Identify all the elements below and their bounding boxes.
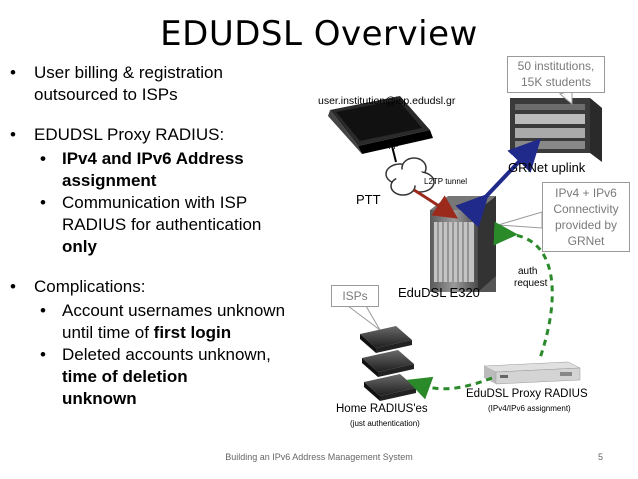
- bullet-proxy-radius: EDUDSL Proxy RADIUS:: [8, 124, 320, 146]
- bullet-complications: Complications:: [8, 276, 320, 298]
- grnet-uplink-label: GRNet uplink: [508, 160, 586, 175]
- page-number: 5: [598, 452, 604, 462]
- e320-label: EduDSL E320: [398, 285, 480, 300]
- slide-title: EDUDSL Overview: [160, 14, 478, 54]
- sub-bullet-usernames-unknown: Account usernames unknown until time of …: [8, 300, 320, 344]
- proxy-radius-label: EduDSL Proxy RADIUS: [466, 388, 588, 400]
- l2tp-label: L2TP tunnel: [424, 177, 467, 186]
- sub-bullet-deleted-accounts: Deleted accounts unknown, time of deleti…: [8, 344, 320, 410]
- sub-bullet-isp-communication: Communication with ISP RADIUS for authen…: [8, 192, 320, 258]
- footer: Building an IPv6 Address Management Syst…: [225, 452, 413, 462]
- user-label: user.institution@isp.edudsl.gr: [318, 95, 456, 107]
- proxy-radius-server-icon: [483, 361, 581, 385]
- e320-router-icon: [430, 196, 496, 292]
- home-radius-servers-icon: [360, 326, 416, 401]
- just-auth-label: (just authentication): [350, 419, 420, 428]
- cloud-icon: [385, 157, 435, 196]
- connectivity-callout: IPv4 + IPv6 Connectivity provided by GRN…: [542, 182, 630, 252]
- grnet-router-icon: [510, 98, 602, 162]
- laptop-icon: [328, 96, 433, 154]
- sub-bullet-address-assignment: IPv4 and IPv6 Address assignment: [8, 148, 320, 192]
- ptt-label: PTT: [356, 192, 381, 207]
- ppp-label: PPP: [383, 142, 400, 151]
- proxy-sub-label: (IPv4/IPv6 assignment): [488, 404, 571, 413]
- institutions-callout: 50 institutions, 15K students: [507, 56, 605, 93]
- home-radius-label: Home RADIUS'es: [336, 403, 428, 415]
- bullet-list: User billing & registration outsourced t…: [8, 62, 320, 410]
- auth-request-label: auth request: [514, 266, 548, 289]
- bullet-billing: User billing & registration outsourced t…: [8, 62, 320, 106]
- isps-callout: ISPs: [331, 285, 379, 307]
